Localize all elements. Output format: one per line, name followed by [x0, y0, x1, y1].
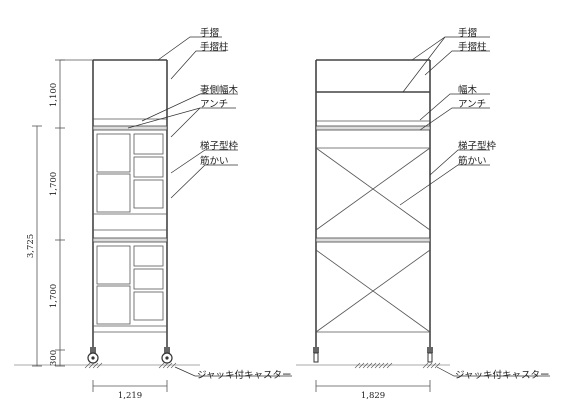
dim-total: 3,725 — [26, 234, 36, 258]
label-toeboard-right: 幅木 — [458, 84, 478, 96]
right-leaders — [399, 36, 550, 377]
label-platform-right: アンチ — [458, 99, 486, 110]
label-platform-left: アンチ — [200, 99, 228, 110]
right-view-right-caster — [427, 347, 433, 363]
dim-upper: 1,700 — [49, 172, 59, 196]
dim-width-right: 1,829 — [361, 391, 385, 401]
dim-top: 1,100 — [49, 83, 59, 107]
right-view-middle-platform — [315, 237, 431, 243]
label-ladder-frame-right: 梯子型枠 — [458, 140, 497, 152]
dim-width-left: 1,219 — [118, 391, 142, 401]
dim-lower: 1,700 — [49, 284, 59, 308]
right-ground — [296, 362, 450, 369]
right-elevation: 1,829 手摺 手摺柱 幅木 アンチ 梯子型枠 筋かい ジャッキ付キャスター — [296, 27, 550, 401]
right-view-braces — [315, 147, 431, 333]
right-width-dimension — [315, 380, 431, 392]
dim-base: 300 — [49, 350, 59, 366]
left-vertical-dimensions — [32, 59, 93, 367]
upper-platform — [92, 125, 168, 131]
left-leaders — [127, 36, 292, 377]
label-end-toeboard: 妻側幅木 — [200, 84, 239, 96]
right-caster — [161, 347, 173, 364]
label-brace-left: 筋かい — [200, 155, 229, 167]
left-elevation: 1,100 1,700 1,700 300 3,725 1,219 手摺 手摺柱… — [14, 27, 292, 401]
label-ladder-frame-left: 梯子型枠 — [200, 140, 239, 152]
label-handrail-right: 手摺 — [458, 27, 477, 39]
upper-ladder-frame — [93, 133, 167, 215]
lower-ladder-frame — [93, 245, 167, 333]
middle-platform — [92, 237, 168, 243]
left-caster — [87, 347, 99, 364]
right-view-left-caster — [313, 347, 319, 363]
label-caster-left: ジャッキ付キャスター — [197, 370, 292, 381]
label-brace-right: 筋かい — [458, 155, 487, 167]
label-handrail-post-right: 手摺柱 — [458, 41, 487, 53]
label-caster-right: ジャッキ付キャスター — [455, 370, 550, 381]
right-view-upper-platform — [315, 125, 431, 131]
left-ground — [14, 362, 200, 369]
label-handrail-post-left: 手摺柱 — [200, 41, 229, 53]
left-width-dimension — [92, 380, 168, 392]
label-handrail-left: 手摺 — [200, 27, 219, 39]
